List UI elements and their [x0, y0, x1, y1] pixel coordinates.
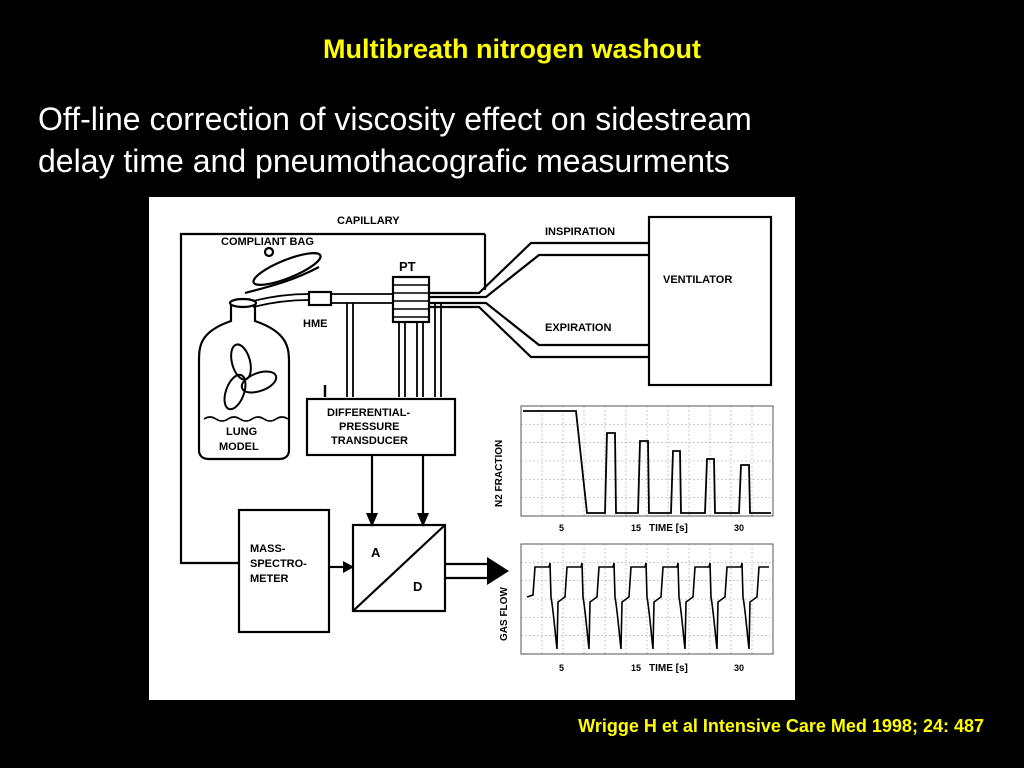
lung-to-hme-tube [252, 293, 310, 308]
flow-xlabel: TIME [s] [649, 663, 688, 674]
pt-mesh [393, 284, 429, 318]
lung-fluid-level [203, 416, 289, 422]
label-dpt-1: DIFFERENTIAL- [327, 407, 410, 419]
n2-xlabel: TIME [s] [649, 523, 688, 534]
subtitle-line-1: Off-line correction of viscosity effect … [38, 101, 752, 137]
arrowhead-ms [343, 561, 354, 573]
label-lung: LUNG [226, 426, 257, 438]
flow-tick-15: 15 [631, 663, 641, 673]
n2-tick-15: 15 [631, 523, 641, 533]
slide-title: Multibreath nitrogen washout [323, 34, 701, 64]
flow-tick-30: 30 [734, 663, 744, 673]
label-inspiration: INSPIRATION [545, 226, 615, 238]
expiration-limb [429, 301, 649, 359]
capillary-line [179, 232, 487, 565]
label-capillary: CAPILLARY [337, 215, 400, 227]
ad-diagonal [352, 524, 446, 612]
citation: Wrigge H et al Intensive Care Med 1998; … [578, 716, 984, 736]
label-ms-3: METER [250, 573, 289, 585]
n2-tick-30: 30 [734, 523, 744, 533]
label-expiration: EXPIRATION [545, 322, 611, 334]
ventilator-box [647, 215, 773, 387]
label-ms-1: MASS- [250, 543, 286, 555]
label-dpt-3: TRANSDUCER [331, 435, 408, 447]
lung-model-bottle [197, 303, 291, 461]
label-d: D [413, 579, 422, 594]
flow-trace [526, 562, 769, 650]
n2-ylabel: N2 FRACTION [494, 440, 505, 507]
label-model: MODEL [219, 441, 259, 453]
slide-subtitle: Off-line correction of viscosity effect … [38, 98, 752, 182]
arrowhead-1 [366, 513, 378, 527]
n2-fraction-plot: N2 FRACTION 5 15 TIME [s] 30 [494, 405, 774, 534]
gas-flow-plot: GAS FLOW 5 15 TIME [s] 30 [499, 543, 774, 674]
output-arrow-shaft [445, 562, 487, 580]
subtitle-line-2: delay time and pneumothacografic measurm… [38, 143, 730, 179]
bottle-neck [228, 297, 258, 309]
bag-tube [244, 266, 320, 295]
compliant-bag-shape [252, 252, 322, 286]
pressure-line-pt [398, 303, 442, 397]
label-compliant-bag: COMPLIANT BAG [221, 236, 314, 248]
compliant-bag-valve [263, 246, 275, 258]
hme-filter [307, 290, 333, 307]
setup-diagram: CAPILLARY COMPLIANT BAG HME PT INSPIRATI… [179, 215, 774, 674]
ad-converter [351, 523, 447, 613]
mass-spectrometer [237, 508, 331, 634]
label-a: A [371, 545, 381, 560]
label-ventilator: VENTILATOR [663, 274, 732, 286]
n2-tick-5: 5 [559, 523, 564, 533]
pneumotachograph [391, 275, 431, 324]
label-dpt-2: PRESSURE [339, 421, 400, 433]
arrowhead-2 [417, 513, 429, 527]
n2-trace [523, 410, 771, 514]
washout-setup-figure: CAPILLARY COMPLIANT BAG HME PT INSPIRATI… [149, 197, 795, 700]
label-hme: HME [303, 318, 327, 330]
label-pt: PT [399, 259, 416, 274]
label-ms-2: SPECTRO- [250, 558, 307, 570]
pressure-line-left [346, 303, 354, 397]
inspiration-limb [429, 241, 649, 299]
differential-pressure-transducer [305, 397, 457, 457]
flow-ylabel: GAS FLOW [499, 587, 510, 641]
output-arrowhead [487, 557, 509, 585]
hme-to-pt-tube [331, 293, 393, 304]
flow-tick-5: 5 [559, 663, 564, 673]
fan-icon [223, 343, 278, 411]
